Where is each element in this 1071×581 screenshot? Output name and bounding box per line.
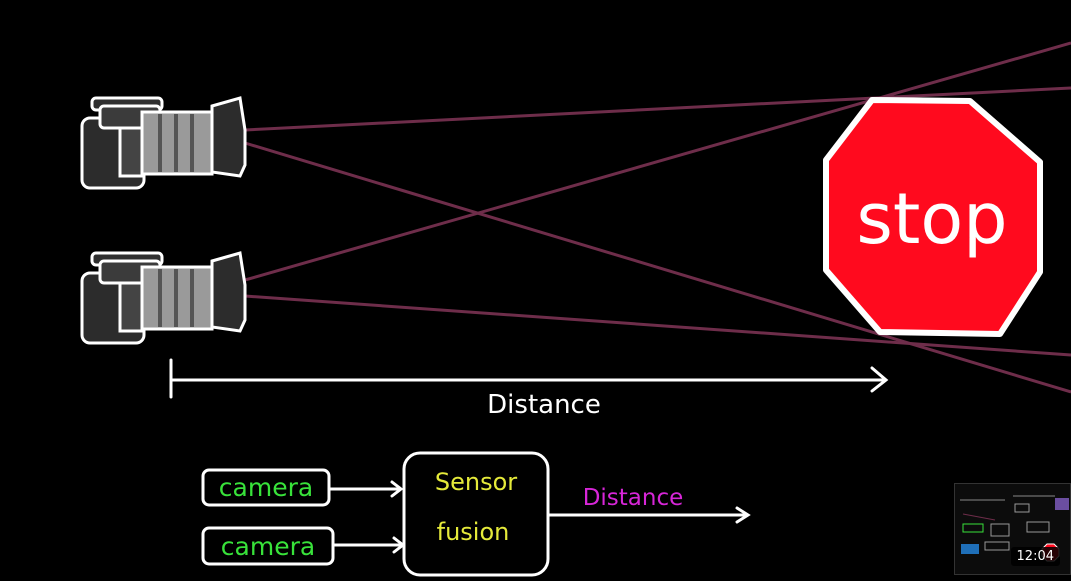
sensor-fusion-box [402,451,550,577]
sight-lines [244,41,1071,394]
sensor-fusion-label-line2: fusion [437,518,510,546]
video-duration-badge: 12:04 [1010,547,1060,566]
stop-sign: stop [823,97,1043,337]
stop-sign-text: stop [856,178,1007,260]
camera-input-label: camera [221,532,315,561]
sight-line [244,141,1071,394]
sight-line [244,86,1071,132]
sight-line [244,41,1071,282]
next-video-thumbnail[interactable]: 12:04 [954,483,1071,575]
distance-axis [169,358,889,399]
distance-axis-label: Distance [487,390,601,420]
camera-icon [80,251,247,345]
camera-input-box [201,468,331,507]
sensor-fusion-flow: camera camera Sensor fusion Distance [201,451,751,577]
distance-output-label: Distance [583,485,684,511]
sensor-fusion-label-line1: Sensor [435,468,517,496]
camera-icon [80,96,247,190]
sight-line [244,294,1071,357]
camera-input-label: camera [219,473,313,502]
